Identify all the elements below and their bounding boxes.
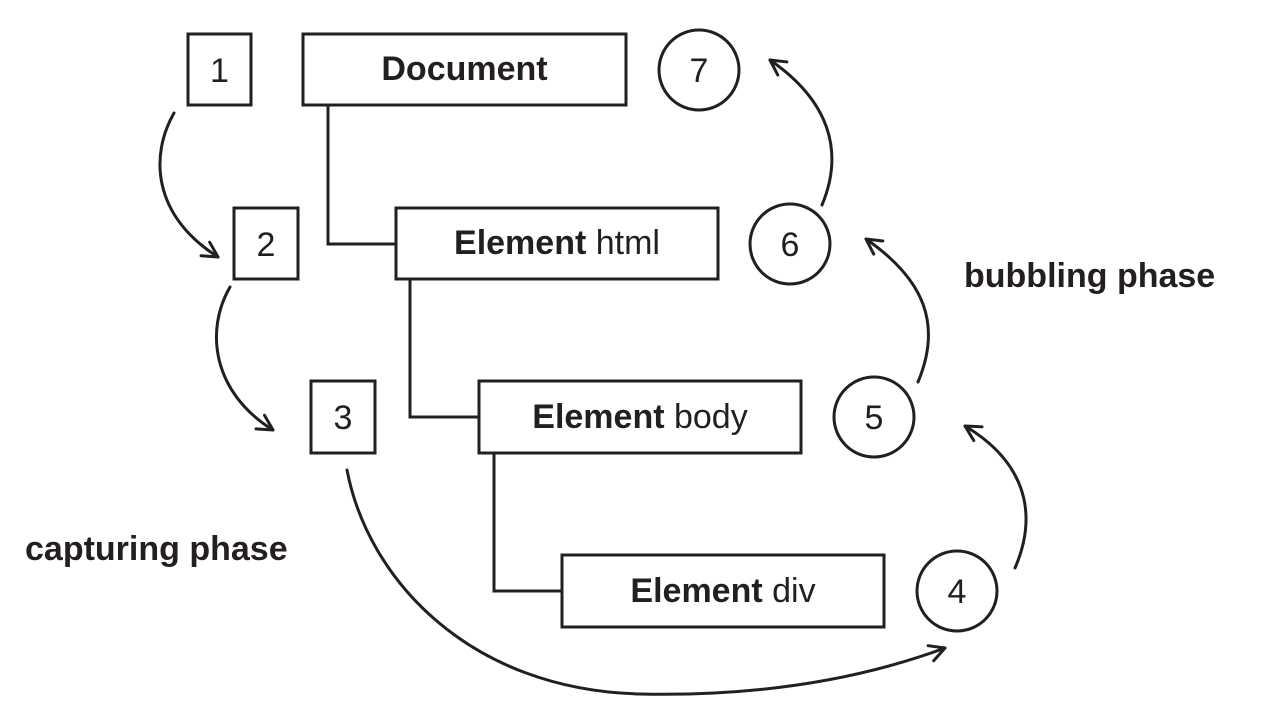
connector-body-div: [492, 453, 562, 593]
capture-arrow-3-to-4: [345, 468, 947, 696]
node-body-bold: Element: [532, 398, 664, 436]
bubble-step-7: 7: [657, 28, 741, 112]
node-body-box: [477, 379, 803, 455]
capture-step-2: 2: [232, 206, 300, 281]
capture-arrow-1-to-2: [158, 111, 220, 259]
bubbling-phase-label: bubbling phase: [964, 257, 1215, 295]
node-document-bold: Document: [381, 50, 547, 88]
bubble-arrow-4-to-5: [963, 424, 1028, 570]
node-document-box: [301, 32, 628, 107]
svg-text:Element div: Element div: [630, 572, 815, 610]
bubble-step-5-label: 5: [865, 399, 884, 437]
node-html-box: [394, 206, 720, 281]
node-div-box: [560, 553, 886, 629]
capture-step-3-label: 3: [334, 399, 353, 437]
node-body: Element body: [477, 379, 803, 455]
capture-step-1: 1: [186, 32, 253, 107]
bubble-step-4-label: 4: [948, 573, 967, 611]
svg-text:Element body: Element body: [532, 398, 747, 436]
capture-step-2-label: 2: [257, 226, 276, 264]
node-html-light: html: [586, 224, 660, 262]
node-div-light: div: [763, 572, 816, 610]
connector-html-body: [408, 279, 479, 419]
node-div-bold: Element: [630, 572, 762, 610]
bubble-step-6-label: 6: [781, 226, 800, 264]
connector-document-html: [326, 105, 396, 246]
capture-step-3: 3: [309, 379, 377, 455]
capture-arrow-2-to-3: [214, 285, 275, 432]
node-div: Element div: [560, 553, 886, 629]
bubble-step-5: 5: [832, 375, 916, 459]
bubble-arrow-5-to-6: [864, 237, 931, 384]
bubble-step-7-label: 7: [690, 52, 709, 90]
node-body-light: body: [665, 398, 748, 436]
capture-step-1-label: 1: [210, 52, 229, 90]
bubble-step-4: 4: [915, 549, 999, 633]
node-document: Document: [301, 32, 628, 107]
svg-text:Document: Document: [381, 50, 547, 88]
capturing-phase-label: capturing phase: [25, 530, 288, 568]
bubble-step-6: 6: [748, 202, 832, 286]
node-html-bold: Element: [454, 224, 586, 262]
node-html: Element html: [394, 206, 720, 281]
svg-text:Element html: Element html: [454, 224, 660, 262]
bubble-arrow-6-to-7: [768, 58, 834, 207]
